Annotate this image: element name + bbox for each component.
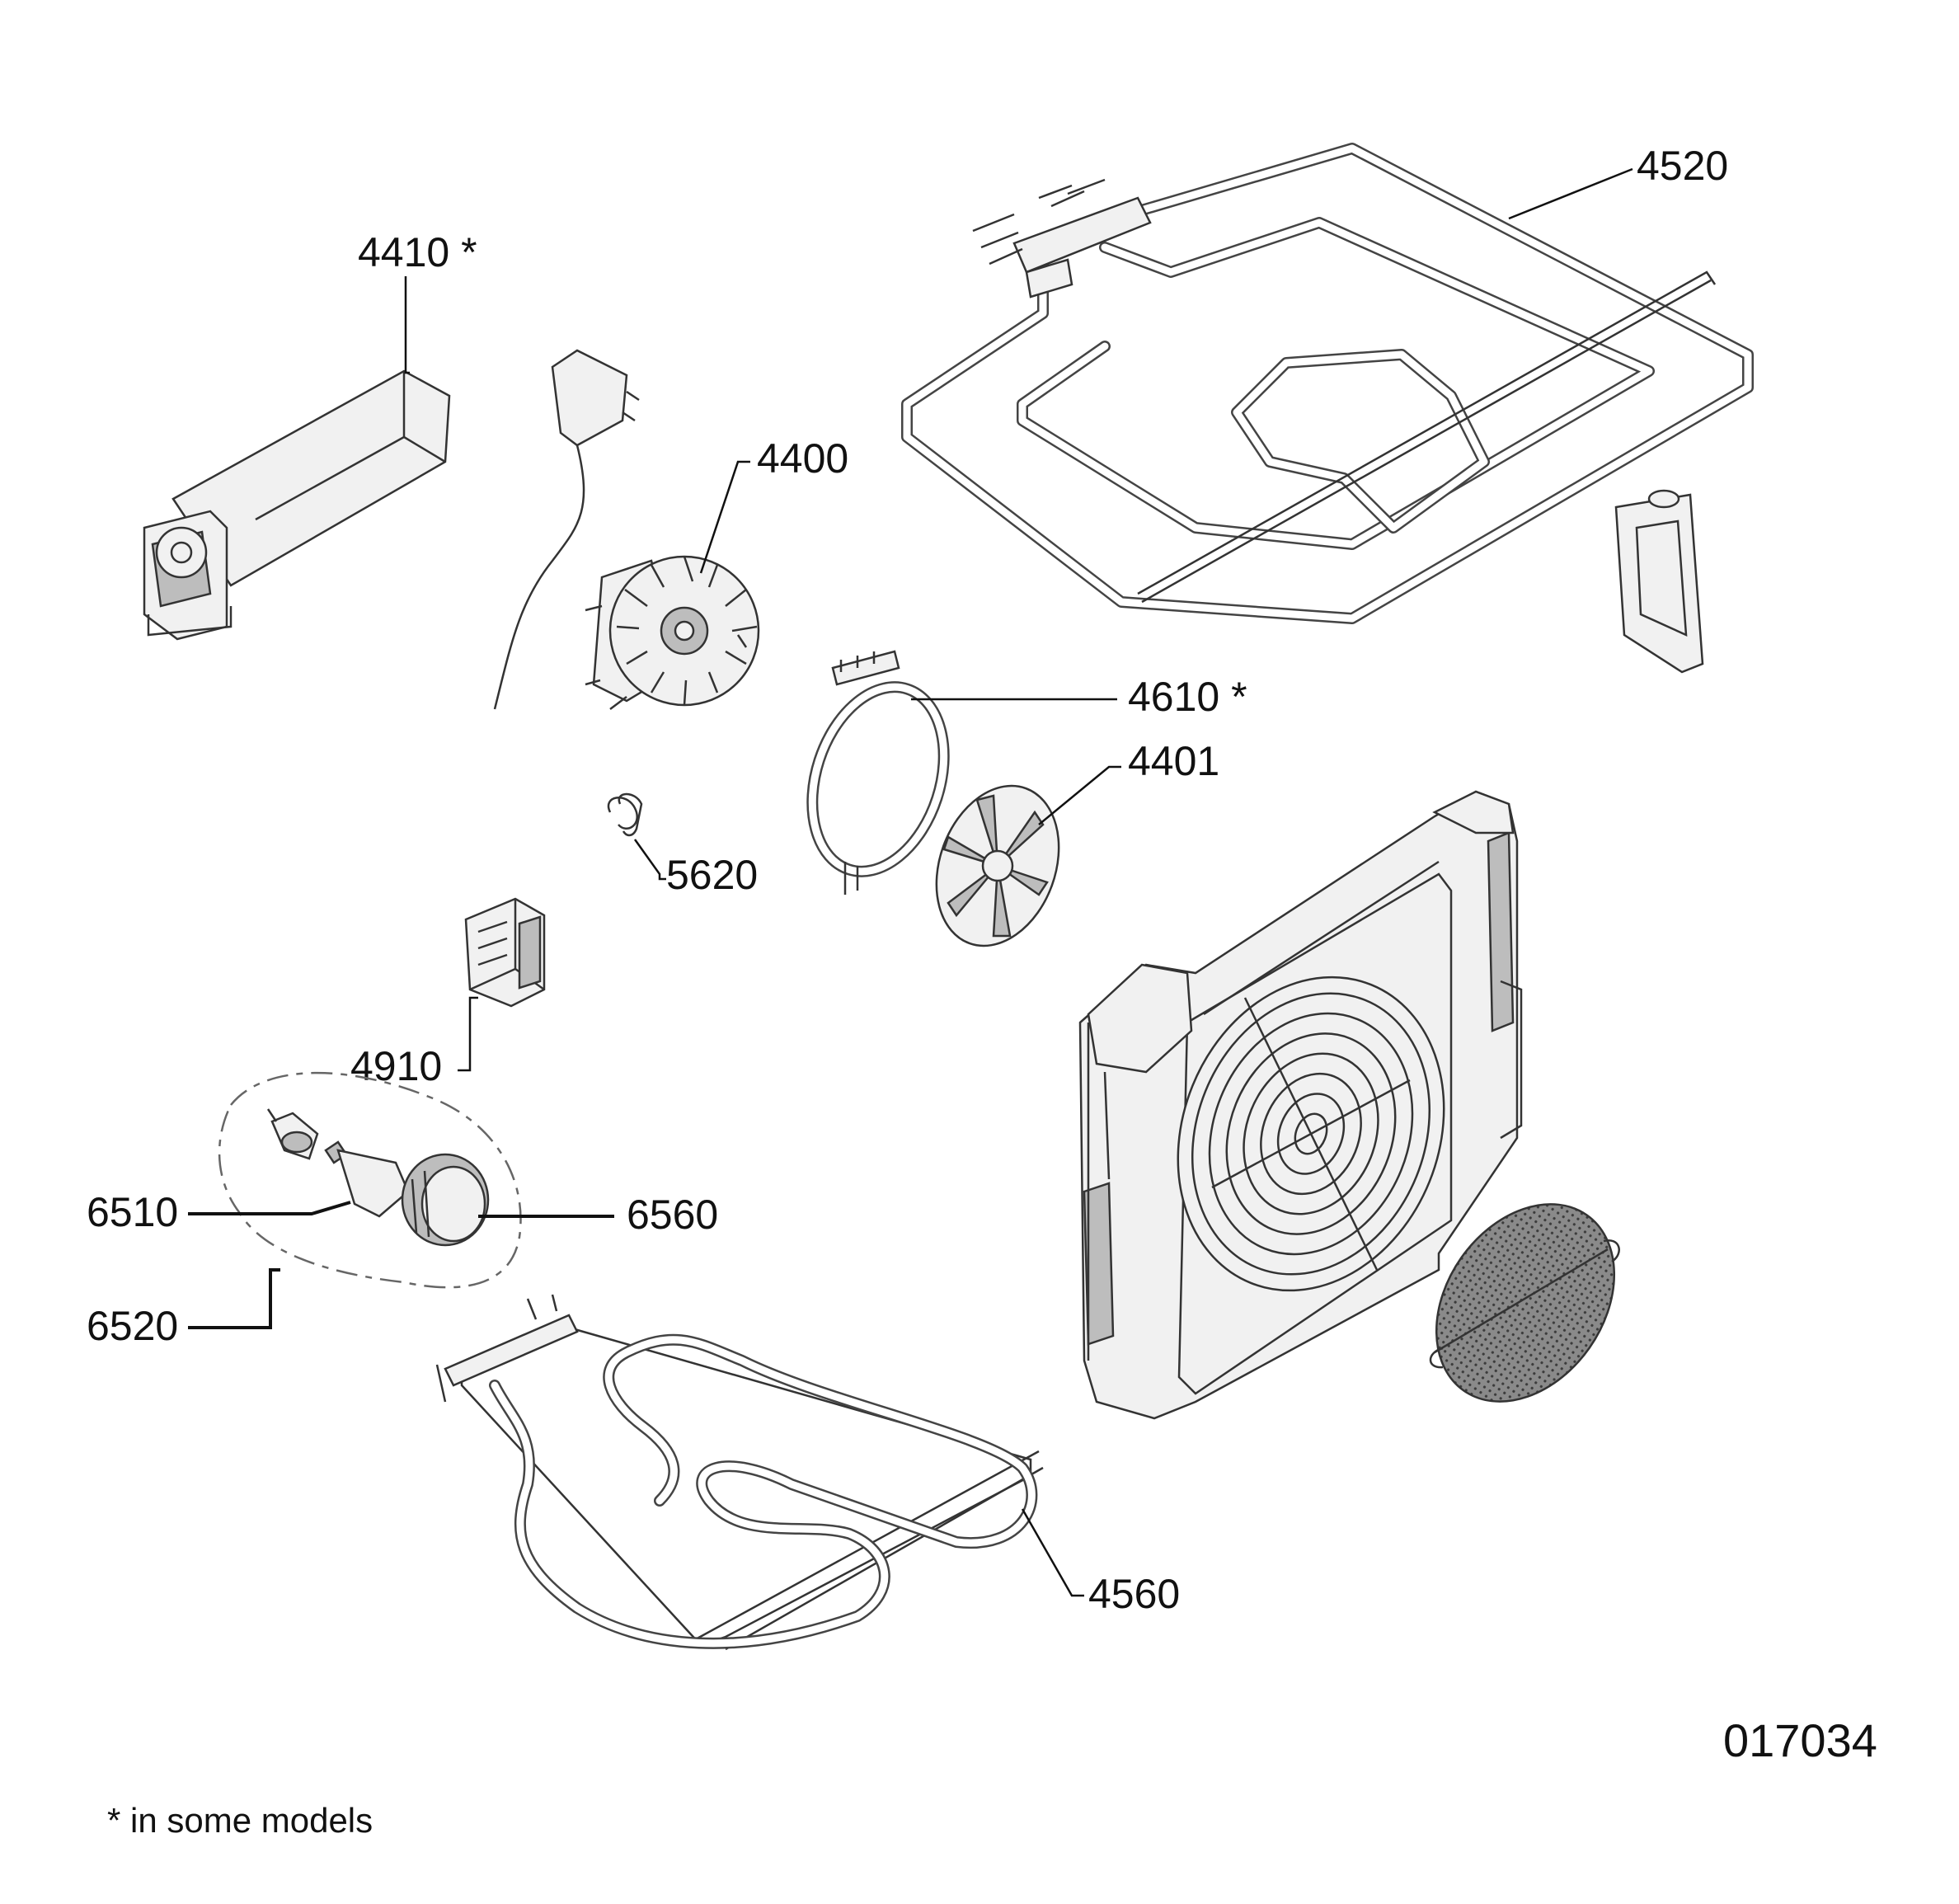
grease-filter: [1429, 1203, 1620, 1403]
label-5620-text: 5620: [666, 852, 758, 898]
label-4520: 4520: [1508, 143, 1728, 220]
label-4910: 4910: [350, 996, 478, 1089]
lamp-socket: [266, 1108, 319, 1160]
thermal-fuse-bracket: [1614, 489, 1704, 674]
label-6510-text: 6510: [87, 1189, 178, 1235]
part-5620-clip[interactable]: [607, 792, 643, 837]
label-5620: 5620: [633, 839, 758, 898]
fan-blade-vanes: [942, 794, 1049, 938]
label-4401: 4401: [1038, 738, 1219, 825]
label-6510: 6510: [87, 1189, 351, 1235]
part-4560-bottom-element[interactable]: [435, 1294, 1044, 1651]
fan-cover-panel: [1078, 790, 1523, 1420]
part-4520-grill-element[interactable]: [901, 143, 1754, 624]
label-4410: 4410 *: [358, 229, 477, 374]
label-4400-text: 4400: [757, 435, 848, 482]
label-4401-text: 4401: [1128, 738, 1219, 784]
part-6560-lamp-cover[interactable]: [401, 1153, 490, 1247]
part-6520-lamp-assembly[interactable]: [218, 1071, 522, 1289]
part-6510-lamp-bulb[interactable]: [324, 1140, 410, 1218]
label-4520-text: 4520: [1637, 143, 1728, 189]
part-4401-fan-blade[interactable]: [915, 769, 1080, 963]
label-4410-text: 4410 *: [358, 229, 477, 275]
label-6560-text: 6560: [627, 1192, 718, 1238]
part-4410-cooling-fan[interactable]: [143, 369, 451, 641]
grille-rings: [1208, 1012, 1414, 1256]
part-4610-circular-element[interactable]: [790, 650, 966, 895]
label-4400: 4400: [699, 435, 848, 574]
label-4560: 4560: [1021, 1508, 1180, 1617]
label-4560-text: 4560: [1088, 1571, 1180, 1617]
label-4610-text: 4610 *: [1128, 674, 1247, 720]
label-6520: 6520: [87, 1268, 280, 1349]
label-6560: 6560: [478, 1192, 718, 1238]
label-4910-text: 4910: [350, 1043, 442, 1089]
drawing-number: 017034: [1723, 1714, 1877, 1766]
part-4910-terminal-block[interactable]: [464, 897, 546, 1008]
power-plug-cord: [493, 349, 640, 710]
label-6520-text: 6520: [87, 1303, 178, 1349]
fan-motor-fins: [616, 556, 758, 706]
part-4400-fan-motor[interactable]: [585, 555, 760, 710]
grille-spokes: [1211, 997, 1411, 1271]
label-4610: 4610 *: [911, 674, 1247, 720]
footnote: * in some models: [107, 1801, 373, 1840]
